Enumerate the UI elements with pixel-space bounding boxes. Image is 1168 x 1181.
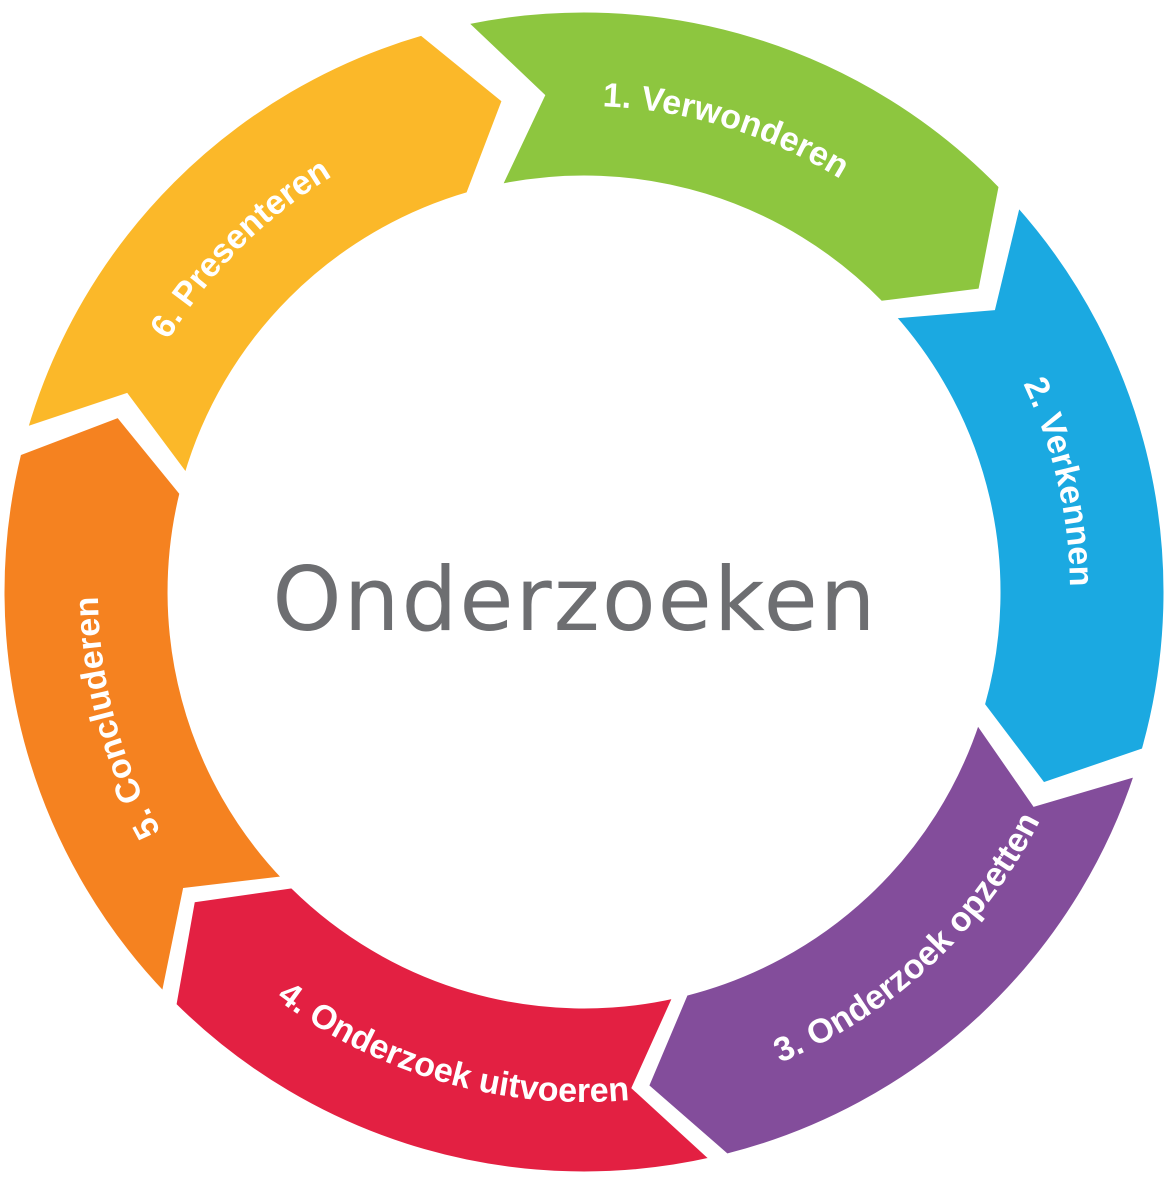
step-segment-6	[21, 30, 508, 483]
step-segment-4	[171, 883, 719, 1177]
step-segment-1	[459, 7, 1004, 307]
step-segment-5	[0, 412, 291, 1000]
center-title: Onderzoeken	[272, 548, 877, 651]
step-segment-3	[643, 715, 1141, 1159]
step-segment-2	[887, 198, 1168, 788]
